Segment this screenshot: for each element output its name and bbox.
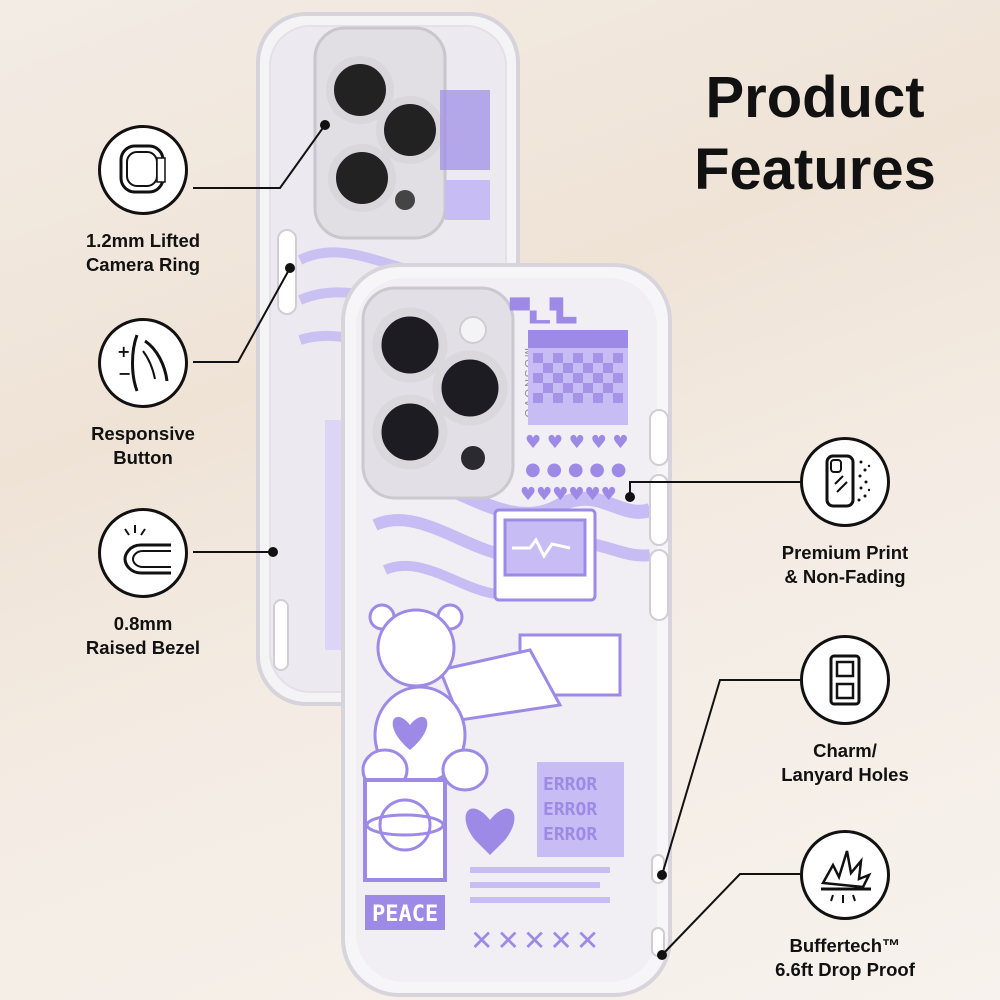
svg-text:♥ ♥ ♥ ♥ ♥: ♥ ♥ ♥ ♥ ♥ [525, 432, 629, 453]
charm-holes-label: Charm/ Lanyard Holes [781, 740, 909, 785]
feature-charm-holes: Charm/ Lanyard Holes [735, 635, 955, 787]
raised-bezel-icon [98, 508, 188, 598]
feature-premium-print: Premium Print & Non-Fading [735, 437, 955, 589]
premium-print-icon [800, 437, 890, 527]
raised-bezel-label: 0.8mm Raised Bezel [85, 613, 201, 658]
premium-print-label: Premium Print & Non-Fading [781, 542, 909, 587]
error-text-1: ERROR [543, 774, 597, 795]
title-line-1: Product [705, 65, 925, 130]
xo-text: ✕✕✕✕✕ [470, 924, 602, 957]
svg-text:+: + [117, 342, 130, 361]
front-phone-case: MOSNOVO ▀▚▁▜▂ ♥ ♥ ♥ ♥ ♥ ● ● ● ● ● ♥♥♥♥♥♥ [341, 263, 672, 997]
error-text-3: ERROR [543, 824, 597, 845]
camera-ring-label: 1.2mm Lifted Camera Ring [85, 230, 201, 275]
svg-text:♥♥♥♥♥♥: ♥♥♥♥♥♥ [520, 484, 617, 505]
title-line-2: Features [694, 137, 936, 202]
drop-proof-label: Buffertech™ 6.6ft Drop Proof [775, 935, 915, 980]
responsive-button-label: Responsive Button [91, 423, 195, 468]
error-text-2: ERROR [543, 799, 597, 820]
peace-text: PEACE [372, 902, 438, 927]
charm-holes-icon [800, 635, 890, 725]
feature-responsive-button: + − Responsive Button [33, 318, 253, 470]
feature-drop-proof: Buffertech™ 6.6ft Drop Proof [735, 830, 955, 982]
camera-ring-icon [98, 125, 188, 215]
responsive-button-icon: + − [98, 318, 188, 408]
drop-proof-icon [800, 830, 890, 920]
feature-camera-ring: 1.2mm Lifted Camera Ring [33, 125, 253, 277]
pixel-glyph-text: ▀▚▁▜▂ [509, 297, 577, 324]
svg-text:● ● ● ● ●: ● ● ● ● ● [525, 459, 626, 480]
product-features-title: Product Features [650, 62, 980, 206]
svg-text:−: − [118, 364, 131, 383]
feature-raised-bezel: 0.8mm Raised Bezel [33, 508, 253, 660]
